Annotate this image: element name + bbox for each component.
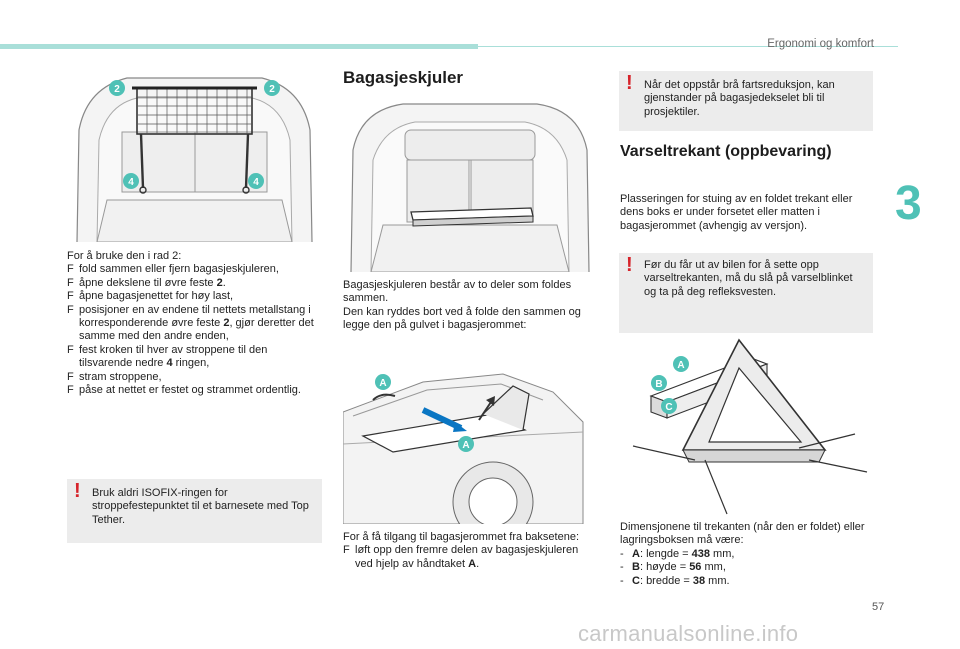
triangle-warning-text: Før du får ut av bilen for å sette opp v… (644, 259, 853, 298)
callout-a-bottom: A (462, 440, 469, 451)
callout-2-left: 2 (114, 84, 120, 95)
cargo-net-intro: For å bruke den i rad 2: (67, 250, 182, 262)
deceleration-warning-box: ! Når det oppstår brå fartsreduksjon, ka… (619, 71, 873, 131)
warning-icon: ! (626, 72, 633, 94)
bullet-marker: F (67, 303, 74, 316)
cargo-net-illustration: 2 2 4 4 (67, 70, 322, 243)
isofix-warning-box: ! Bruk aldri ISOFIX-ringen for stroppefe… (67, 479, 322, 543)
dimensions-intro: Dimensjonene til trekanten (når den er f… (620, 521, 865, 547)
isofix-warning-text: Bruk aldri ISOFIX-ringen for stroppefest… (92, 487, 309, 526)
list-item: -C: bredde = 38 mm. (620, 574, 730, 587)
cover-access-illustration: A A (342, 352, 597, 543)
warning-icon: ! (626, 254, 633, 276)
header-accent-bar (0, 44, 478, 49)
header-rule (478, 46, 898, 47)
deceleration-warning-text: Når det oppstår brå fartsreduksjon, kan … (644, 79, 835, 118)
callout-a-top: A (379, 378, 386, 389)
bullet-marker: F (67, 263, 74, 276)
callout-b: B (655, 379, 662, 390)
parcel-shelf-illustration (343, 100, 597, 273)
callout-4-right: 4 (253, 177, 259, 188)
watermark: carmanualsonline.info (578, 621, 799, 646)
warning-triangle-illustration: A B C (619, 338, 873, 516)
cover-description: Bagasjeskjuleren består av to deler som … (343, 279, 597, 333)
list-item: -A: lengde = 438 mm, (620, 547, 735, 560)
cover-para-2: Den kan ryddes bort ved å folde den samm… (343, 305, 581, 332)
triangle-warning-box: ! Før du får ut av bilen for å sette opp… (619, 253, 873, 333)
bullet-marker: F (67, 384, 74, 397)
list-item: -B: høyde = 56 mm, (620, 561, 726, 574)
cover-access-intro: For å få tilgang til bagasjerommet fra b… (343, 531, 580, 543)
callout-4-left: 4 (128, 177, 134, 188)
chapter-number: 3 (895, 177, 922, 230)
warning-icon: ! (74, 480, 81, 502)
page-number: 57 (872, 601, 885, 613)
callout-2-right: 2 (269, 84, 275, 95)
callout-c: C (665, 402, 672, 413)
bullet-marker: F (67, 290, 74, 303)
cover-heading: Bagasjeskjuler (343, 68, 464, 87)
section-title: Ergonomi og komfort (767, 38, 874, 50)
bullet-marker: F (343, 544, 350, 557)
bullet-marker: F (67, 276, 74, 289)
cover-access-text: For å få tilgang til bagasjerommet fra b… (343, 531, 597, 571)
callout-a: A (677, 360, 684, 371)
triangle-storage-text: Plasseringen for stuing av en foldet tre… (620, 193, 853, 232)
triangle-dimensions: Dimensjonene til trekanten (når den er f… (620, 521, 874, 588)
bullet-marker: F (67, 370, 74, 383)
cover-para-1: Bagasjeskjuleren består av to deler som … (343, 279, 572, 305)
triangle-heading: Varseltrekant (oppbevaring) (620, 143, 832, 160)
bullet-marker: F (67, 343, 74, 356)
